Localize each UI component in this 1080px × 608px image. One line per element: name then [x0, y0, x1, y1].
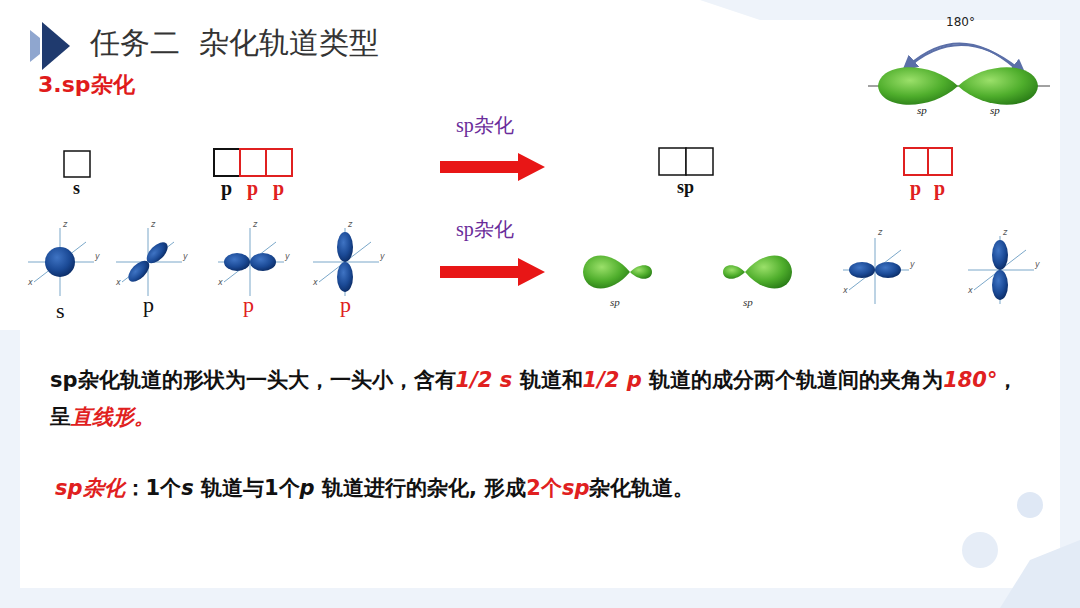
axis-label: x	[28, 278, 33, 287]
text-run: 轨道的成分两个轨道间的夹角为	[642, 368, 943, 392]
arrow-label: sp杂化	[456, 114, 514, 137]
orbital-label: p	[143, 292, 154, 317]
axis-label: z	[1003, 228, 1007, 237]
box-label: p	[247, 177, 258, 200]
box-label: s	[73, 178, 80, 199]
box-label: sp	[677, 177, 694, 198]
box-label: p	[221, 177, 232, 200]
box-label: p	[934, 177, 945, 200]
axis-label: z	[253, 220, 257, 229]
orbital-label: sp	[743, 296, 753, 309]
text-run: 180°	[943, 368, 997, 392]
axis-label: z	[151, 220, 155, 229]
angle-label: 180°	[946, 16, 975, 30]
text-run: p	[300, 476, 315, 500]
text-run: s	[181, 476, 194, 500]
axis-label: z	[63, 220, 67, 229]
axis-label: y	[1035, 260, 1040, 269]
text-run: ：1个	[125, 476, 182, 500]
axis-label: y	[285, 252, 290, 261]
axis-label: x	[968, 286, 973, 295]
arrow-label: sp杂化	[456, 218, 514, 241]
axis-label: y	[380, 252, 385, 261]
orbital-label: sp	[610, 296, 620, 309]
text-run: 轨道和	[512, 368, 582, 392]
orbital-label: p	[340, 292, 351, 317]
axis-label: y	[910, 260, 915, 269]
axis-label: z	[878, 228, 882, 237]
box-label: p	[273, 177, 284, 200]
text-run: sp杂化	[55, 476, 125, 500]
orbital-label: sp	[917, 104, 927, 117]
explanation-text: sp杂化轨道的形状为一头大，一头小，含有1/2 s 轨道和1/2 p 轨道的成分…	[50, 362, 1035, 436]
text-run: sp	[562, 476, 590, 500]
text-run: 2个	[526, 476, 562, 500]
text-run: 轨道与1个	[194, 476, 300, 500]
section-heading: 3.sp杂化	[38, 72, 135, 97]
orbital-label: sp	[990, 104, 1000, 117]
axis-label: x	[313, 278, 318, 287]
text-run: 1/2 s	[456, 368, 513, 392]
slide-title: 任务二 杂化轨道类型	[90, 26, 379, 61]
axis-label: x	[218, 278, 223, 287]
text-run: 杂化轨道。	[589, 476, 694, 500]
axis-label: y	[95, 252, 100, 261]
orbital-label: s	[56, 298, 65, 323]
text-run: 轨道进行的杂化, 形成	[315, 476, 527, 500]
orbital-label: p	[243, 292, 254, 317]
explanation-text: sp杂化：1个s 轨道与1个p 轨道进行的杂化, 形成2个sp杂化轨道。	[55, 470, 1035, 507]
text-run: 直线形。	[71, 405, 155, 429]
box-label: p	[910, 177, 921, 200]
axis-label: x	[843, 286, 848, 295]
text-run: 1/2 p	[583, 368, 642, 392]
text-run: sp杂化轨道的形状为一头大，一头小，含有	[50, 368, 456, 392]
axis-label: y	[183, 252, 188, 261]
axis-label: x	[116, 278, 121, 287]
axis-label: z	[348, 220, 352, 229]
